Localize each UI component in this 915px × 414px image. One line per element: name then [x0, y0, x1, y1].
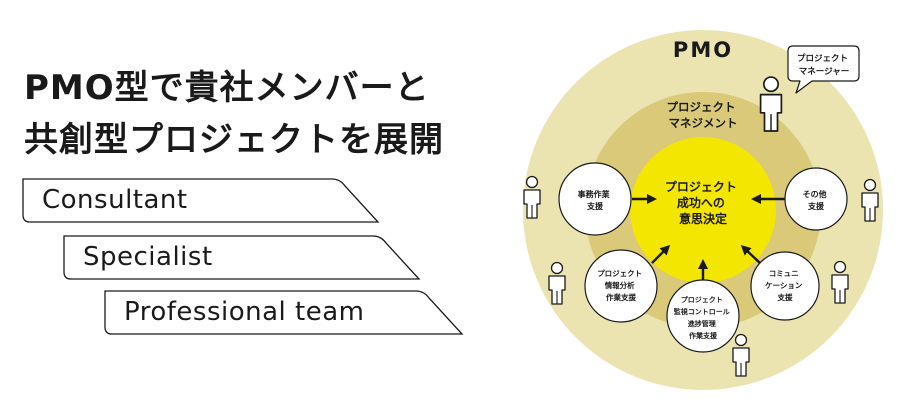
svg-text:コミュニ ケーション 支援: コミュニ ケーション 支援: [765, 269, 805, 302]
tag-specialist: Specialist: [63, 235, 423, 280]
node-label-line: ケーション: [765, 281, 803, 290]
node-label-line: 支援: [586, 201, 604, 211]
tag-label: Consultant: [42, 185, 188, 215]
pm-label-line: プロジェクト: [666, 100, 735, 114]
node-label-line: 監視コントロール: [674, 307, 730, 316]
pmo-label: PMO: [673, 38, 733, 62]
arrow-joho: [651, 244, 671, 264]
headline: PMO型で貴社メンバーと 共創型プロジェクトを展開: [24, 62, 494, 166]
headline-line-2: 共創型プロジェクトを展開: [24, 120, 444, 160]
decision-core: [630, 137, 776, 283]
node-jimu-sagyo-shien: 事務作業 支援: [558, 162, 632, 236]
speech-bubble-line: プロジェクト: [797, 53, 848, 64]
arrow-comm: [740, 244, 762, 265]
node-sonota-shien: その他 支援: [784, 167, 848, 231]
svg-text:事務作業 支援: 事務作業 支援: [578, 189, 613, 211]
project-management-label: プロジェクト マネジメント: [666, 100, 739, 130]
svg-text:その他 支援: その他 支援: [803, 189, 830, 211]
node-label-line: 作業支援: [606, 292, 636, 302]
core-label-line: 意思決定: [679, 211, 727, 226]
node-label-line: コミュニ: [769, 269, 799, 278]
node-label-line: プロジェクト: [597, 268, 642, 278]
person-icon: [523, 175, 541, 219]
tag-consultant: Consultant: [22, 178, 382, 223]
core-label-line: 成功への: [677, 195, 725, 210]
person-icon: [831, 260, 849, 304]
svg-text:プロジェクト 情報分析 作業支援: プロジェクト 情報分析 作業支援: [597, 268, 645, 302]
headline-line-1: PMO型で貴社メンバーと: [24, 68, 430, 108]
node-label-line: 情報分析: [604, 280, 635, 290]
tag-shape: [22, 178, 380, 223]
node-label-line: 作業支援: [689, 331, 718, 340]
person-icon: [732, 333, 750, 377]
node-label-line: その他: [803, 189, 827, 199]
node-label-line: 支援: [807, 201, 825, 211]
project-manager-speech-bubble: プロジェクト マネージャー: [787, 45, 860, 94]
node-communication-shien: コミュニ ケーション 支援: [750, 251, 820, 321]
node-label-line: 事務作業: [578, 189, 611, 199]
svg-text:プロジェクト 監視コントロール 進捗: プロジェクト 監視コントロール 進捗管理 作業支援: [674, 295, 732, 340]
pm-label-line: マネジメント: [669, 116, 738, 130]
node-label-line: プロジェクト: [681, 295, 723, 304]
tag-professional-team: Professional team: [104, 290, 466, 335]
tag-shape: [63, 235, 421, 280]
core-label-line: プロジェクト: [665, 179, 737, 194]
node-kanshi-control: プロジェクト 監視コントロール 進捗管理 作業支援: [666, 279, 740, 353]
tag-shape: [104, 290, 464, 335]
node-label-line: 進捗管理: [688, 319, 716, 328]
pmo-diagram: PMO プロジェクト マネジメント プロジェクト 成功への 意思決定 事務作業 …: [523, 30, 883, 390]
node-label-line: 支援: [777, 292, 793, 302]
speech-bubble-line: マネージャー: [799, 66, 849, 77]
node-joho-bunseki: プロジェクト 情報分析 作業支援: [584, 249, 658, 323]
core-label: プロジェクト 成功への 意思決定: [665, 179, 741, 226]
person-icon: [548, 261, 566, 305]
person-icon: [861, 178, 879, 222]
project-manager-icon: [759, 76, 783, 132]
svg-text:プロジェクト マネージャー: プロジェクト マネージャー: [797, 53, 851, 77]
tag-label: Specialist: [83, 242, 213, 272]
tag-label: Professional team: [124, 297, 365, 327]
